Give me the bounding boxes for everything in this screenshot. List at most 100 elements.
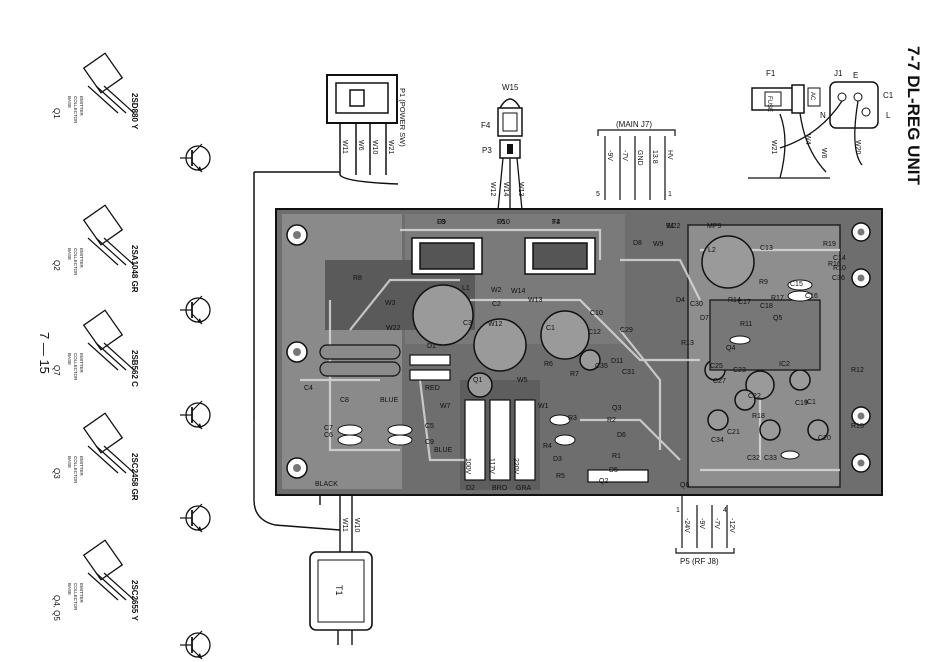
w15-label: W15	[502, 83, 519, 92]
board-label-w3: W3	[385, 300, 396, 307]
p1-wire-w21: W21	[387, 140, 394, 155]
board-label-r9: R9	[759, 279, 768, 286]
board-label-c17: C17	[738, 299, 751, 306]
p1-wire-w6: W6	[357, 140, 364, 151]
board-label-d11: D11	[611, 358, 623, 365]
board-label-w22: W22	[666, 223, 681, 230]
board-label-c31: C31	[622, 369, 635, 376]
board-label-r12: R12	[851, 367, 864, 374]
transistor-package	[82, 309, 124, 351]
wire-w6: W6	[820, 148, 827, 159]
p1-power-switch-connector: P1 (POWER SW) W11 W6 W10 W21	[253, 74, 407, 420]
board-label-c15: C15	[790, 281, 803, 288]
transistor-package	[82, 539, 124, 581]
board-label-w14: W14	[511, 288, 526, 295]
board-label-l1: L1	[462, 285, 470, 292]
t1-wire-w11: W11	[341, 518, 348, 532]
fuse-label: FUSE	[766, 96, 772, 112]
board-label-r11: R11	[740, 321, 752, 328]
board-label-c8: C8	[340, 397, 349, 404]
board-label-d3: D3	[553, 456, 562, 463]
board-label-ic1: IC1	[805, 399, 816, 406]
transformer-t1: T1 W11 W10	[253, 420, 373, 645]
board-label-d4: D4	[676, 297, 685, 304]
board-label-c9: C9	[425, 439, 434, 446]
board-label-r8: R8	[353, 275, 362, 282]
p5-label: P5 (RF J8)	[680, 557, 719, 566]
main-j7-pin-gnd: GND	[636, 150, 643, 166]
board-label-d2: D2	[466, 485, 475, 492]
j1-pin-c1: C1	[883, 91, 894, 100]
board-label-c13: C13	[760, 245, 773, 252]
board-label-r17: R17	[771, 295, 784, 302]
board-label-c36: C36	[832, 275, 845, 282]
pin-label: COLLECTOR	[73, 96, 78, 124]
board-label-c32: C32	[747, 455, 760, 462]
ac-label: AC	[809, 92, 815, 101]
pin-label: BASE	[67, 583, 72, 595]
board-label-black: BLACK	[315, 481, 338, 488]
board-label-d8: D8	[633, 240, 642, 247]
board-label-q4: Q4	[726, 345, 735, 352]
pin-label: EMITTER	[79, 456, 84, 476]
board-label-c19: C19	[795, 400, 808, 407]
board-label-d7: D7	[700, 315, 709, 322]
pin-label: EMITTER	[79, 353, 84, 373]
board-label-r15: R15	[851, 423, 864, 430]
f4-label: F4	[481, 121, 491, 130]
tap-wire-label: 220V	[512, 458, 519, 475]
board-label-c18: C18	[760, 303, 773, 310]
board-label-d9: D9	[437, 219, 446, 226]
board-label-c2: C2	[492, 301, 501, 308]
p5-pin-7v: -7V	[713, 518, 720, 529]
board-label-c23: C23	[733, 367, 746, 374]
transistor-part: 2SC2458 GR	[130, 453, 139, 501]
board-label-r3: R3	[568, 415, 577, 422]
main-j7-label: (MAIN J7)	[616, 120, 652, 129]
board-label-w1: W1	[538, 403, 549, 410]
w15-wire-w12: W12	[489, 182, 496, 197]
pin-label: EMITTER	[79, 96, 84, 116]
board-label-mp9: MP9	[707, 223, 722, 230]
board-label-w22: W22	[386, 325, 401, 332]
board-label-q1: Q1	[473, 377, 482, 384]
board-label-r10: R10	[833, 265, 846, 272]
pin-label: BASE	[67, 353, 72, 365]
board-label-r19: R19	[823, 241, 836, 248]
board-label-w9: W9	[653, 241, 664, 248]
board-label-q2: Q2	[599, 478, 608, 485]
board-label-c16: C16	[805, 293, 818, 300]
board-label-c10: C10	[590, 310, 603, 317]
transistor-part: 2SA1048 GR	[130, 245, 139, 293]
pin-label: COLLECTOR	[73, 248, 78, 276]
board-label-c6: C6	[324, 432, 333, 439]
j1-label: J1	[834, 69, 843, 78]
board-label-w13: W13	[528, 297, 543, 304]
board-label-d6: D6	[617, 432, 626, 439]
board-label-c3: C3	[463, 320, 472, 327]
board-label-c14: C14	[833, 255, 846, 262]
board-label-c34: C34	[711, 437, 724, 444]
transistor-part: 2SC2655 Y	[130, 580, 139, 621]
transistor-package	[82, 204, 124, 246]
board-label-d10: D10	[497, 219, 510, 226]
board-label-r16: R16	[828, 261, 841, 268]
board-label-ic2: IC2	[779, 361, 790, 368]
page-title: 7-7 DL-REG UNIT	[904, 46, 923, 185]
transistor-ref: Q2	[52, 260, 61, 271]
board-label-t2: T2	[552, 219, 560, 226]
board-label-c30: C30	[690, 301, 703, 308]
f1-label: F1	[766, 69, 776, 78]
board-label-r2: R2	[607, 417, 616, 424]
pin-label: EMITTER	[79, 248, 84, 268]
board-label-s1: S1	[666, 223, 675, 230]
board-label-red: RED	[425, 385, 440, 392]
main-j7-connector: (MAIN J7) -9V -7V GND 13.8 HV 5 1	[596, 120, 676, 200]
board-label-bro: BRO	[492, 485, 508, 492]
board-label-blue: BLUE	[434, 447, 453, 454]
tap-wire-label: 117V	[488, 458, 495, 474]
